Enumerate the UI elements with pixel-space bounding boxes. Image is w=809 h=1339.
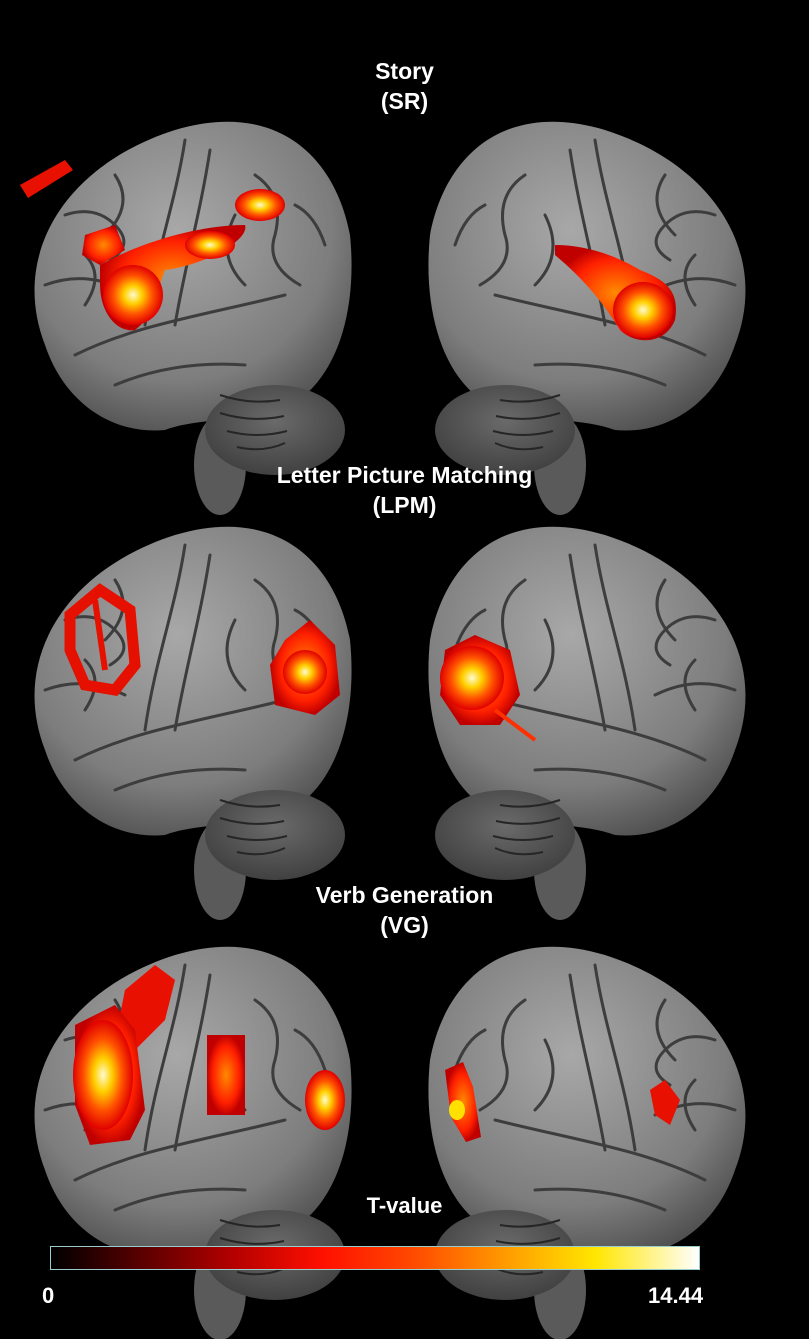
brain-left-hemisphere-lpm <box>33 525 354 922</box>
panel-title-sr: Story (SR) <box>0 56 809 116</box>
colorbar-max-label: 14.44 <box>648 1283 704 1308</box>
panel-abbr: (SR) <box>380 88 429 114</box>
brain-right-hemisphere-vg <box>426 945 747 1339</box>
activation-clusters <box>555 245 676 341</box>
activation-clusters <box>445 1062 680 1142</box>
activation-clusters <box>73 965 345 1145</box>
activation-clusters <box>64 583 340 715</box>
panel-title-lpm: Letter Picture Matching (LPM) <box>0 460 809 520</box>
brain-left-hemisphere-sr <box>20 120 354 517</box>
activation-clusters <box>20 160 285 331</box>
panel-title: Letter Picture Matching <box>276 462 533 488</box>
activation-clusters <box>440 635 537 742</box>
brain-right-hemisphere-sr <box>426 120 747 517</box>
panel-title-vg: Verb Generation (VG) <box>0 880 809 940</box>
panel-title: Verb Generation <box>315 882 494 908</box>
panel-abbr: (VG) <box>380 912 429 938</box>
brain-right-hemisphere-lpm <box>426 525 747 922</box>
colorbar-min-label: 0 <box>42 1283 55 1308</box>
colorbar <box>50 1246 700 1270</box>
brain-left-hemisphere-vg <box>33 945 354 1339</box>
panel-title: Story <box>375 58 434 84</box>
panel-abbr: (LPM) <box>372 492 437 518</box>
colorbar-label: T-value <box>366 1193 443 1218</box>
